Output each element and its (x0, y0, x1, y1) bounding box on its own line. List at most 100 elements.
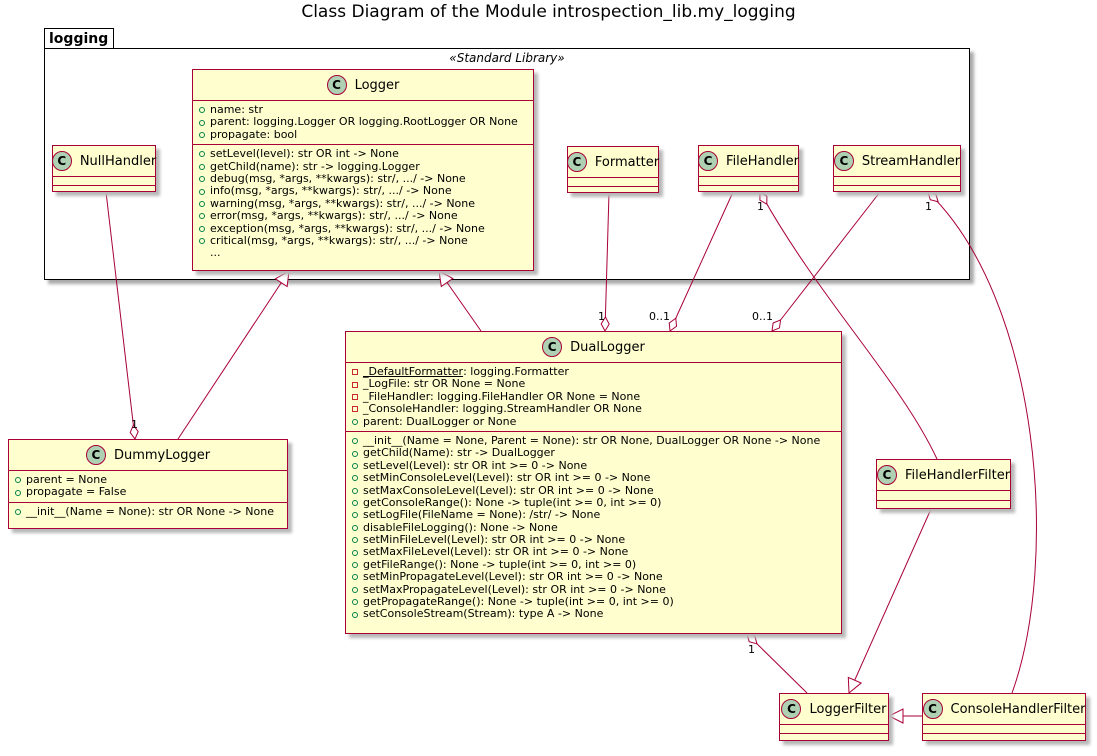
attribute: parent = None (15, 473, 281, 486)
class-filehandler[interactable]: C FileHandler (698, 145, 799, 192)
public-icon (352, 599, 358, 606)
attributes-section (568, 178, 658, 187)
edge-filehandlerfilter-loggerfilter (849, 508, 932, 693)
class-name: DummyLogger (113, 447, 211, 463)
public-icon (15, 489, 21, 496)
method: getFileRange(): None -> tuple(int >= 0, … (352, 558, 835, 571)
attributes-section: _DefaultFormatter: logging.Formatter _Lo… (346, 363, 841, 432)
class-nullhandler[interactable]: C NullHandler (51, 145, 157, 192)
methods-section (834, 186, 960, 194)
method: getPropagateRange(): None -> tuple(int >… (352, 595, 835, 608)
edge-consolehandlerfilter-streamhandler (927, 191, 1037, 694)
public-icon (199, 151, 205, 158)
class-name: ConsoleHandlerFilter (950, 701, 1086, 717)
attributes-section: parent = None propagate = False (9, 471, 287, 503)
public-icon (199, 131, 205, 138)
methods-section (877, 501, 1010, 510)
method: setLogFile(FileName = None): /str/ -> No… (352, 508, 835, 521)
public-icon (199, 107, 205, 114)
public-icon (352, 537, 358, 544)
attribute: parent: logging.Logger OR logging.RootLo… (199, 115, 527, 128)
attribute: name: str (199, 103, 527, 116)
edge-nullhandler-dummylogger (105, 191, 139, 441)
method: disableFileLogging(): None -> None (352, 521, 835, 534)
public-icon (199, 119, 205, 126)
method: setMaxPropagateLevel(Level): str OR int … (352, 583, 835, 596)
methods-section (780, 734, 888, 742)
class-dummylogger[interactable]: C DummyLogger parent = None propagate = F… (8, 439, 288, 529)
class-icon: C (876, 465, 897, 485)
method: __init__(Name = None): str OR None -> No… (15, 505, 281, 518)
private-icon (352, 381, 358, 388)
attribute: parent: DualLogger or None (352, 415, 835, 428)
attributes-section (780, 725, 888, 734)
mult-dual-loggerfilter: 1 (748, 643, 755, 656)
methods-section: setLevel(level): str OR int -> None getC… (193, 145, 533, 263)
mult-null-dummy: 1 (131, 418, 138, 431)
edge-filehandlerfilter-filehandler (759, 191, 938, 460)
class-name: DualLogger (570, 339, 645, 355)
public-icon (352, 562, 358, 569)
class-icon: C (781, 699, 802, 719)
methods-section: __init__(Name = None, Parent = None): st… (346, 432, 841, 624)
public-icon (352, 438, 358, 445)
public-icon (352, 487, 358, 494)
public-icon (199, 200, 205, 207)
attributes-section (834, 177, 960, 186)
public-icon (352, 524, 358, 531)
attributes-section (699, 177, 798, 186)
method: setMinPropagateLevel(Level): str OR int … (352, 570, 835, 583)
edge-loggerfilter-duallogger (746, 633, 808, 694)
method: setMaxConsoleLevel(Level): str OR int >=… (352, 484, 835, 497)
class-loggerfilter[interactable]: C LoggerFilter (779, 693, 889, 741)
public-icon (352, 512, 358, 519)
class-name: StreamHandler (861, 153, 961, 169)
method: setLevel(Level): str OR int >= 0 -> None (352, 459, 835, 472)
attribute: propagate = False (15, 485, 281, 498)
class-icon: C (326, 75, 347, 95)
public-icon (199, 176, 205, 183)
public-icon (199, 163, 205, 170)
class-name: NullHandler (79, 153, 157, 169)
method: getChild(Name): str -> DualLogger (352, 446, 835, 459)
class-streamhandler[interactable]: C StreamHandler (833, 145, 961, 192)
public-icon (352, 611, 358, 618)
method: __init__(Name = None, Parent = None): st… (352, 434, 835, 447)
public-icon (15, 508, 21, 515)
attribute: _FileHandler: logging.FileHandler OR Non… (352, 390, 835, 403)
class-icon: C (85, 445, 106, 465)
methods-section (568, 187, 658, 195)
methods-section (923, 734, 1085, 742)
class-duallogger[interactable]: C DualLogger _DefaultFormatter: logging.F… (345, 331, 842, 634)
class-formatter[interactable]: C Formatter (566, 146, 660, 195)
mult-filehandler-filter: 1 (757, 200, 764, 213)
method: getChild(name): str -> logging.Logger (199, 160, 527, 173)
class-icon: C (51, 151, 72, 171)
edge-dummylogger-logger (177, 271, 289, 440)
attribute: propagate: bool (199, 128, 527, 141)
method: debug(msg, *args, **kwargs): str/, .../ … (199, 172, 527, 185)
public-icon (352, 586, 358, 593)
attribute: _ConsoleHandler: logging.StreamHandler O… (352, 402, 835, 415)
class-icon: C (542, 337, 563, 357)
private-icon (352, 393, 358, 400)
class-name: Formatter (594, 154, 660, 170)
class-name: LoggerFilter (809, 701, 887, 717)
public-icon (352, 462, 358, 469)
method: warning(msg, *args, **kwargs): str/, ...… (199, 197, 527, 210)
public-icon (352, 418, 358, 425)
class-icon: C (566, 152, 587, 172)
public-icon (199, 188, 205, 195)
class-icon: C (833, 151, 854, 171)
attributes-section: name: str parent: logging.Logger OR logg… (193, 101, 533, 146)
method: setLevel(level): str OR int -> None (199, 147, 527, 160)
class-icon: C (698, 151, 719, 171)
attributes-section (877, 491, 1010, 501)
method: getConsoleRange(): None -> tuple(int >= … (352, 496, 835, 509)
class-name: FileHandler (726, 153, 799, 169)
mult-formatter-dual: 1 (598, 310, 605, 323)
